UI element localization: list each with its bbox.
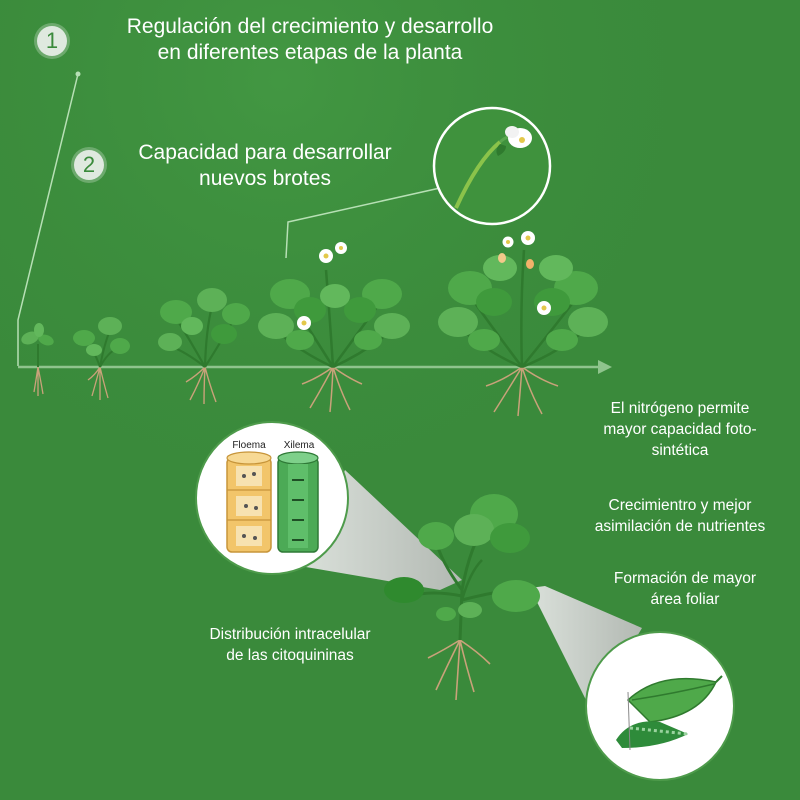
vessel-zoom-circle	[195, 421, 349, 575]
distribution-line-1: Distribución intracelular	[209, 626, 371, 643]
benefit-3-line-2: área foliar	[650, 591, 720, 608]
center-plant	[384, 494, 540, 701]
plant-stage-5	[438, 231, 608, 417]
flower-zoom-circle	[432, 106, 552, 226]
distribution-line-2: de las citoquininas	[226, 647, 354, 664]
flower-zoom-pointer	[285, 187, 441, 259]
xylem-label: Xilema	[283, 440, 315, 451]
plant-stage-2	[73, 317, 130, 400]
benefit-3-line-1: Formación de mayor	[613, 570, 757, 587]
benefit-nutrients: Crecimientro y mejor asimilación de nutr…	[565, 495, 795, 537]
leaf-zoom-circle	[585, 631, 735, 781]
step-2-badge: 2	[74, 150, 104, 180]
step-1-line-1: Regulación del crecimiento y desarrollo	[126, 15, 494, 38]
benefit-1-line-1: El nitrógeno permite	[610, 400, 750, 417]
phloem-label: Floema	[232, 440, 266, 451]
benefit-photosynthesis: El nitrógeno permite mayor capacidad fot…	[565, 398, 795, 461]
leaf-zoom-beam	[530, 586, 642, 712]
step-1-text: Regulación del crecimiento y desarrollo …	[70, 14, 550, 66]
plant-stage-1	[21, 323, 54, 396]
step1-pointer-line	[17, 73, 79, 366]
step-2-line-2: nuevos brotes	[199, 167, 331, 190]
benefit-2-line-2: asimilación de nutrientes	[594, 518, 766, 535]
distribution-text: Distribución intracelular de las citoqui…	[180, 624, 400, 666]
plant-stage-3	[158, 288, 250, 405]
benefit-1-line-3: sintética	[651, 442, 709, 459]
step-1-line-2: en diferentes etapas de la planta	[157, 41, 463, 64]
growth-axis-arrowhead	[598, 360, 612, 374]
benefit-2-line-1: Crecimientro y mejor	[608, 497, 752, 514]
step1-pointer-dot	[75, 71, 81, 77]
plant-stage-4	[258, 242, 410, 413]
benefit-1-line-2: mayor capacidad foto-	[603, 421, 757, 438]
step-2-line-1: Capacidad para desarrollar	[138, 141, 392, 164]
step-1-badge: 1	[37, 26, 67, 56]
benefit-leaf-area: Formación de mayor área foliar	[575, 568, 795, 610]
step-2-text: Capacidad para desarrollar nuevos brotes	[110, 140, 420, 192]
